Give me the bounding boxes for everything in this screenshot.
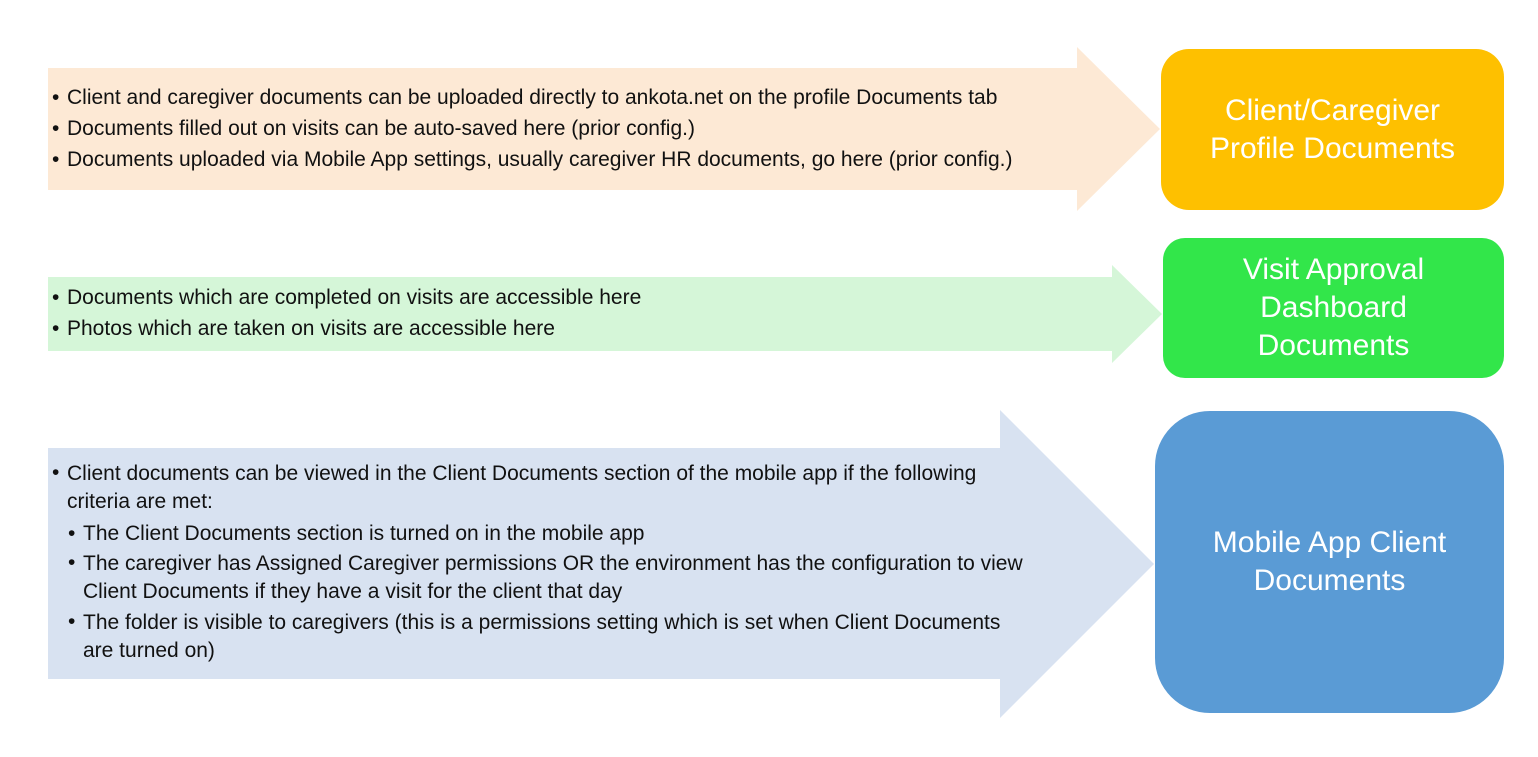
bullets-profile: Client and caregiver documents can be up… xyxy=(50,82,1130,175)
bullet-item: Photos which are taken on visits are acc… xyxy=(50,313,1110,344)
sub-bullet-item: The folder is visible to caregivers (thi… xyxy=(66,608,1025,667)
box-visit-approval-documents: Visit Approval Dashboard Documents xyxy=(1163,238,1504,378)
box-label: Mobile App Client Documents xyxy=(1212,526,1447,597)
bullets-visit: Documents which are completed on visits … xyxy=(50,282,1110,344)
sub-bullet-item: The caregiver has Assigned Caregiver per… xyxy=(66,549,1025,608)
bullet-item: Documents uploaded via Mobile App settin… xyxy=(50,144,1130,175)
bullet-item: Documents filled out on visits can be au… xyxy=(50,113,1130,144)
sub-bullet-item: The Client Documents section is turned o… xyxy=(66,518,1025,549)
bullet-item: Documents which are completed on visits … xyxy=(50,282,1110,313)
box-profile-documents: Client/Caregiver Profile Documents xyxy=(1161,49,1504,210)
box-mobile-app-documents: Mobile App Client Documents xyxy=(1155,411,1504,713)
bullet-item: Client documents can be viewed in the Cl… xyxy=(50,459,1025,518)
bullet-item: Client and caregiver documents can be up… xyxy=(50,82,1130,113)
bullets-mobile: Client documents can be viewed in the Cl… xyxy=(50,459,1025,667)
box-label: Visit Approval Dashboard Documents xyxy=(1242,253,1425,362)
box-label: Client/Caregiver Profile Documents xyxy=(1209,93,1456,165)
